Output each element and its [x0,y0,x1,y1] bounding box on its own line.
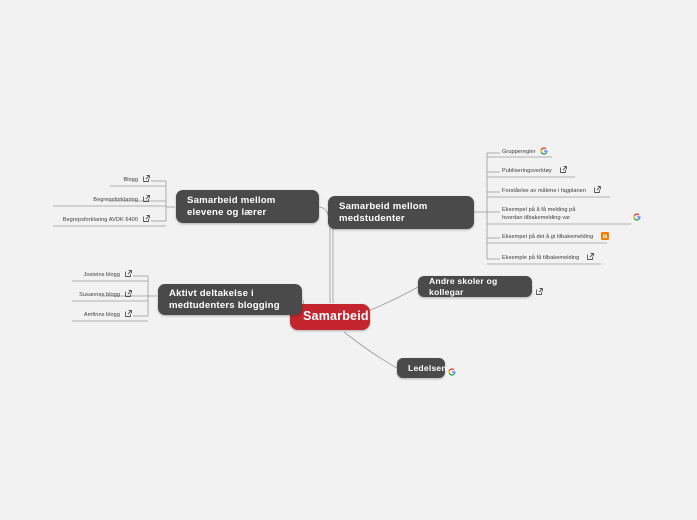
leaf-item-forstaelse-malene-label: Forståelse av målene i fagplanen [502,188,587,194]
leaf-item-josteins-blogg[interactable]: Josteins blogg [50,270,132,281]
leaf-item-susannes-blogg-label: Susannes blogg [79,292,120,298]
external-link-icon[interactable] [125,270,132,280]
branch-node-medstudenter[interactable]: Samarbeid mellom medstudenter [328,196,474,229]
leaf-item-grupperegler-label: Grupperegler [502,149,536,155]
branch-node-blogging[interactable]: Aktivt deltakelse i medtudenters bloggin… [158,284,302,315]
leaf-item-eksempel-fa-melding-label: Eksempel på å få melding på hvordan tilb… [502,207,576,222]
leaf-item-forstaelse-malene[interactable]: Forståelse av målene i fagplanen [502,186,601,197]
external-link-icon[interactable] [125,310,132,320]
external-link-icon[interactable] [594,186,601,196]
google-icon[interactable] [539,147,548,158]
external-link-icon[interactable] [587,253,595,263]
leaf-item-blogg-label: Blogg [123,177,138,183]
leaf-item-grupperegler[interactable]: Grupperegler [502,147,548,159]
leaf-item-amfinns-blogg[interactable]: Amfinns blogg [50,310,132,321]
leaf-item-josteins-blogg-label: Josteins blogg [83,272,120,278]
leaf-item-eksemple-fa-tilbakemelding[interactable]: Eksemple på få tilbakemelding [502,253,595,264]
blogger-icon[interactable] [601,232,610,243]
leaf-item-begrepsforklaring-avdk[interactable]: Begrepsforklaring AVDK 6400 [20,215,150,226]
leaf-item-amfinns-blogg-label: Amfinns blogg [83,312,120,318]
leaf-item-eksemple-fa-tilbakemelding-label: Eksemple på få tilbakemelding [502,255,580,261]
leaf-item-begrepsforklaring[interactable]: Begrepsforklaring [40,195,150,206]
branch-node-blogging-label: Aktivt deltakelse i medtudenters bloggin… [169,287,280,311]
google-icon[interactable] [633,208,641,226]
external-link-icon[interactable] [125,290,132,300]
branch-node-andre-skoler-label: Andre skoler og kollegar [429,276,498,297]
external-link-icon[interactable] [143,215,150,225]
branch-node-ledelsen[interactable]: Ledelsen [397,358,447,378]
leaf-item-begrepsforklaring-label: Begrepsforklaring [93,197,138,203]
leaf-item-eksempel-gi-tilbakemelding[interactable]: Eksempel på det å gi tilbakemelding [502,232,610,244]
google-icon[interactable] [448,363,456,381]
leaf-item-begrepsforklaring-avdk-label: Begrepsforklaring AVDK 6400 [62,217,138,223]
external-link-icon[interactable] [559,166,567,176]
external-link-icon[interactable] [536,282,543,300]
leaf-item-susannes-blogg[interactable]: Susannes blogg [50,290,132,301]
root-node-label: Samarbeid [303,309,369,324]
leaf-item-eksempel-fa-melding[interactable]: Eksempel på å få melding på hvordan tilb… [502,206,598,222]
leaf-item-publiseringsverktoy-label: Publiseringsverktøy [502,168,552,174]
leaf-item-blogg[interactable]: Blogg [60,175,150,186]
branch-node-elevene-laerer[interactable]: Samarbeid mellom elevene og lærer [176,190,319,223]
branch-node-andre-skoler[interactable]: Andre skoler og kollegar [418,276,532,297]
leaf-item-eksempel-gi-tilbakemelding-label: Eksempel på det å gi tilbakemelding [502,234,594,240]
branch-node-medstudenter-label: Samarbeid mellom medstudenter [339,200,428,224]
external-link-icon[interactable] [143,175,150,185]
root-node-samarbeid[interactable]: Samarbeid [290,304,370,330]
branch-node-elevene-laerer-label: Samarbeid mellom elevene og lærer [187,194,276,218]
leaf-item-publiseringsverktoy[interactable]: Publiseringsverktøy [502,166,567,177]
external-link-icon[interactable] [143,195,150,205]
branch-node-ledelsen-label: Ledelsen [408,362,447,373]
